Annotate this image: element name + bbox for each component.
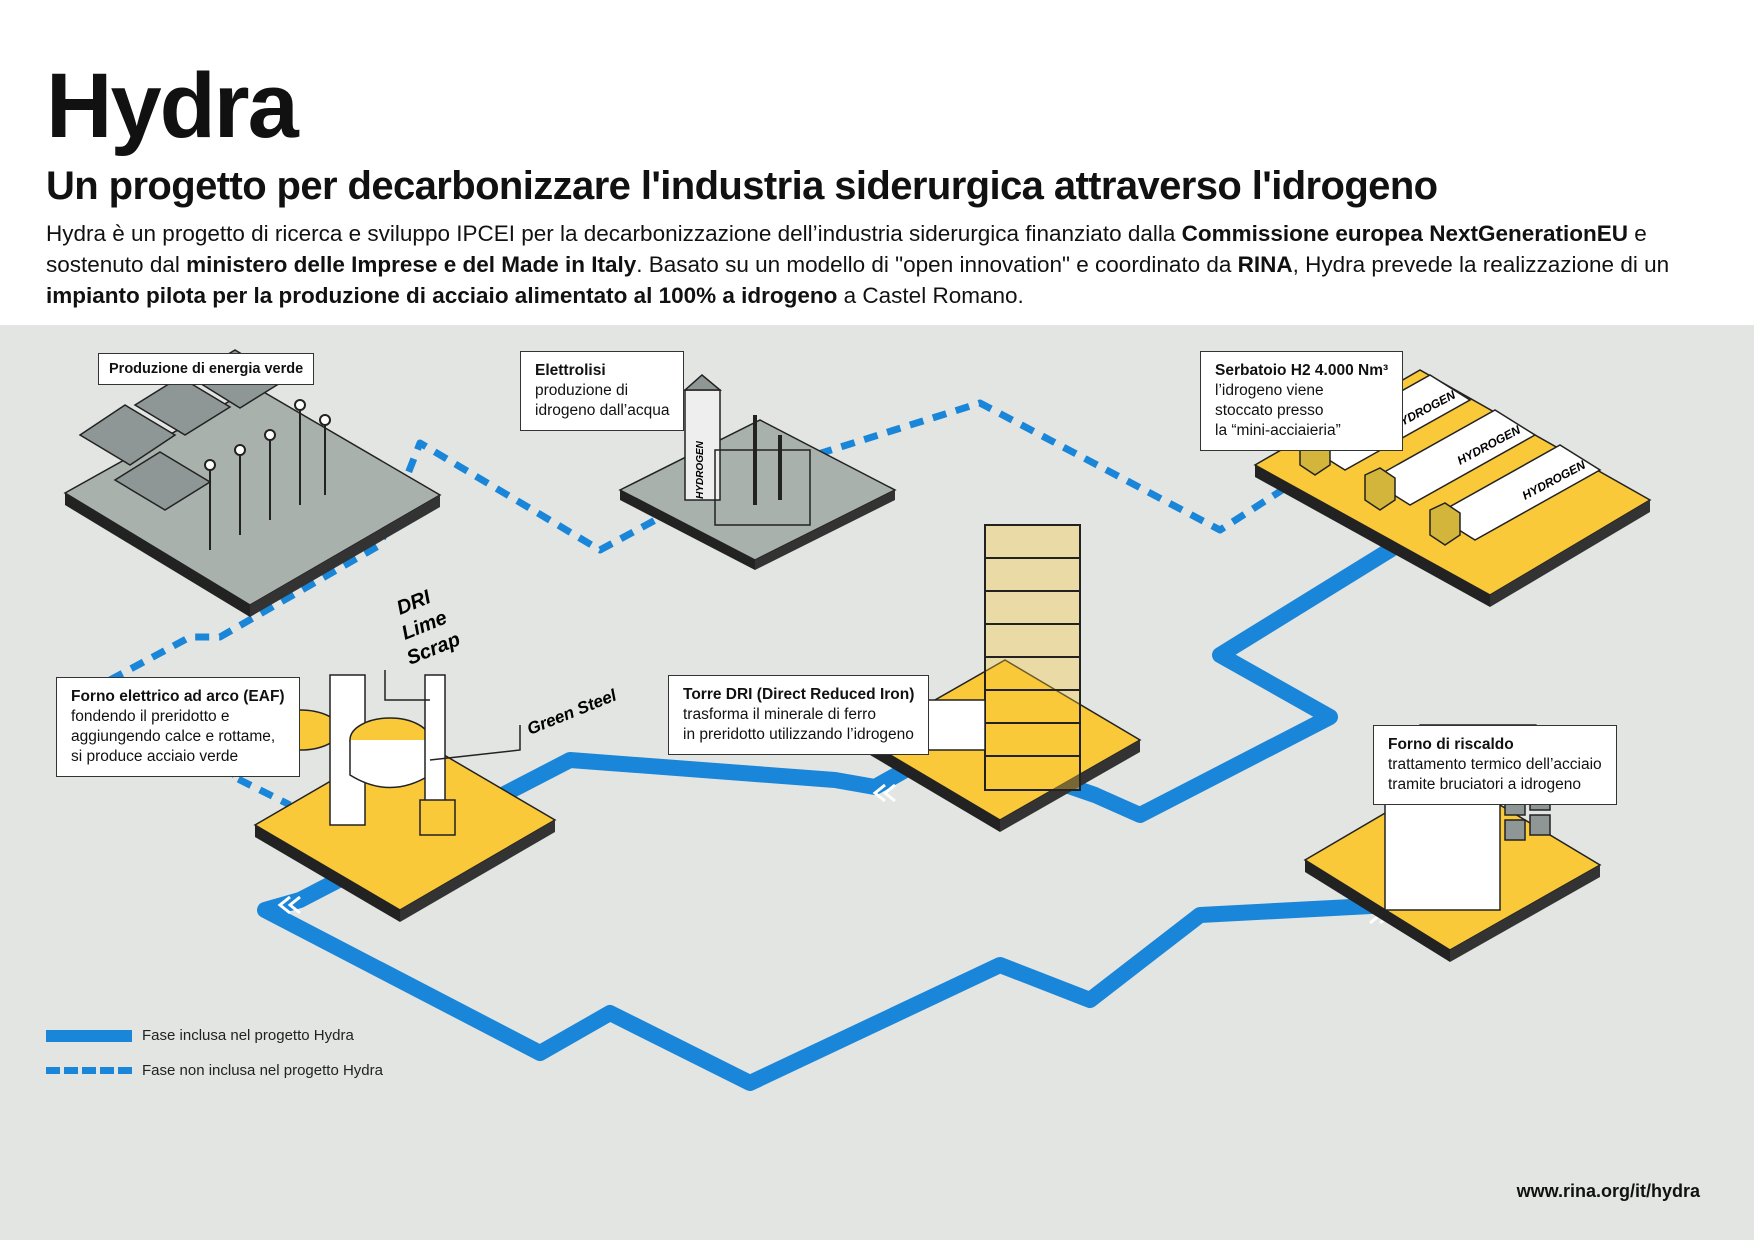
diagram-panel: HYDROGEN HYDROGEN HYDROGEN HYDROGEN: [0, 325, 1754, 1240]
dri-control-room-icon: [919, 699, 986, 751]
intro-part: . Basato su un modello di "open innovati…: [636, 252, 1238, 277]
intro-part: Hydra è un progetto di ricerca e svilupp…: [46, 221, 1182, 246]
intro-part: , Hydra prevede la realizzazione di un: [1292, 252, 1670, 277]
label-title: Produzione di energia verde: [109, 361, 304, 377]
label-title: Torre DRI (Direct Reduced Iron): [683, 686, 915, 703]
platform-green-energy: [63, 349, 442, 617]
platform-electrolysis: HYDROGEN: [618, 374, 897, 570]
page-subtitle: Un progetto per decarbonizzare l'industr…: [46, 164, 1438, 208]
legend-swatch-solid: [46, 1029, 132, 1042]
website-link[interactable]: www.rina.org/it/hydra: [1516, 1181, 1700, 1201]
label-desc: la “mini-acciaieria”: [1215, 422, 1341, 439]
label-desc: l’idrogeno viene: [1215, 382, 1324, 399]
electrolyzer-tank-icon: [714, 449, 811, 526]
label-title: Serbatoio H2 4.000 Nm³: [1215, 362, 1389, 379]
label-desc: aggiungendo calce e rottame,: [71, 728, 276, 745]
legend-swatch-dashed: [46, 1067, 132, 1074]
label-desc: stoccato presso: [1215, 402, 1324, 419]
label-title: Forno elettrico ad arco (EAF): [71, 688, 285, 705]
label-eaf: Forno elettrico ad arco (EAF) fondendo i…: [56, 677, 300, 777]
intro-part-bold: Commissione europea NextGenerationEU: [1181, 221, 1628, 246]
route-not-included: [108, 399, 1292, 684]
legend-item-not-included: Fase non inclusa nel progetto Hydra: [46, 1062, 466, 1079]
platform-dri-tower: [863, 524, 1142, 832]
label-desc: trattamento termico dell’acciaio: [1388, 756, 1602, 773]
wind-turbine-icon: [204, 399, 331, 550]
label-desc: idrogeno dall’acqua: [535, 402, 670, 419]
label-title: Forno di riscaldo: [1388, 736, 1514, 753]
intro-part-bold: ministero delle Imprese e del Made in It…: [186, 252, 637, 277]
label-desc: tramite bruciatori a idrogeno: [1388, 776, 1581, 793]
ladle-icon: [419, 799, 456, 836]
label-reheat: Forno di riscaldo trattamento termico de…: [1373, 725, 1617, 805]
intro-part: e sostenuto dal: [46, 221, 1647, 277]
header: Hydra Un progetto per decarbonizzare l'i…: [46, 60, 1716, 311]
label-electrolysis: Elettrolisi produzione di idrogeno dall’…: [520, 351, 685, 431]
intro-paragraph: Hydra è un progetto di ricerca e svilupp…: [46, 218, 1716, 311]
intro-part-bold: RINA: [1237, 252, 1293, 277]
electrolysis-tank-label: HYDROGEN: [695, 440, 706, 499]
intro-part: a Castel Romano.: [837, 283, 1024, 308]
legend-item-included: Fase inclusa nel progetto Hydra: [46, 1027, 466, 1044]
label-desc: in preridotto utilizzando l’idrogeno: [683, 726, 914, 743]
label-green-energy: Produzione di energia verde: [98, 353, 315, 385]
label-desc: trasforma il minerale di ferro: [683, 706, 876, 723]
label-desc: produzione di: [535, 382, 629, 399]
legend-label: Fase inclusa nel progetto Hydra: [142, 1027, 354, 1044]
label-title: Elettrolisi: [535, 362, 606, 379]
label-h2-storage: Serbatoio H2 4.000 Nm³ l’idrogeno viene …: [1200, 351, 1404, 451]
dri-tower-icon: [984, 524, 1081, 791]
route-not-included-eaf: [222, 741, 292, 809]
eaf-output-green-steel: Green Steel: [524, 685, 620, 738]
label-dri-tower: Torre DRI (Direct Reduced Iron) trasform…: [668, 675, 930, 755]
intro-part-bold: impianto pilota per la produzione di acc…: [46, 283, 838, 308]
label-desc: si produce acciaio verde: [71, 748, 239, 765]
legend-label: Fase non inclusa nel progetto Hydra: [142, 1062, 383, 1079]
label-desc: fondendo il preridotto e: [71, 708, 230, 725]
page-title: Hydra: [46, 55, 299, 157]
